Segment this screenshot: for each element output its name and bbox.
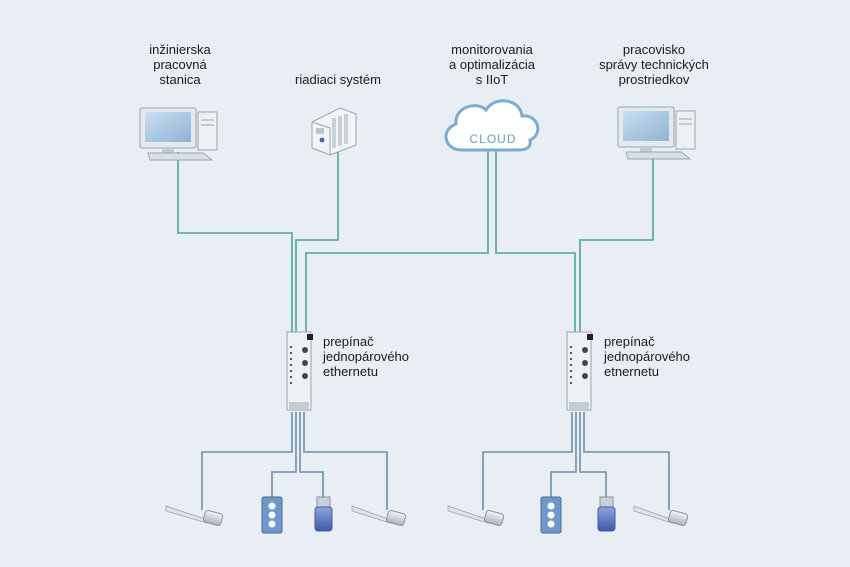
label-control-system: riadiaci systém: [295, 72, 381, 87]
link-workstation-switch: [177, 152, 293, 332]
sensor-icon: [447, 505, 505, 526]
link-cloud-right: [495, 150, 576, 332]
label-switch-right: prepínač jednopárového etnernetu: [604, 334, 691, 379]
plc-icon: [311, 107, 357, 156]
switch-left-icon: [286, 331, 313, 411]
link-asset-right: [579, 153, 654, 332]
device-lines: [201, 412, 670, 510]
link-cloud-left: [305, 150, 489, 332]
sensor-icon: [165, 505, 224, 526]
label-cloud-monitoring: monitorovania a optimalizácia s IIoT: [449, 42, 535, 87]
switch-right-icon: [566, 331, 593, 411]
uplink-lines: [177, 150, 654, 332]
label-engineering-workstation: inžinierska pracovná stanica: [149, 42, 211, 87]
cylindrical-sensor-icon: [597, 496, 616, 532]
pushbutton-box-icon: [261, 496, 283, 534]
cylindrical-sensor-icon: [314, 496, 333, 532]
label-asset-management: pracovisko správy technických prostriedk…: [599, 42, 709, 87]
cloud-icon: CLOUD: [444, 99, 540, 152]
sensor-icon: [351, 505, 407, 526]
asset-workstation-icon: [617, 106, 696, 160]
cloud-text: CLOUD: [469, 132, 516, 146]
sensor-icon: [633, 505, 689, 526]
label-switch-left: prepínač jednopárového ethernetu: [323, 334, 410, 379]
pushbutton-box-icon: [540, 496, 562, 534]
link-control-switch: [295, 152, 339, 332]
engineering-workstation-icon: [139, 107, 218, 161]
